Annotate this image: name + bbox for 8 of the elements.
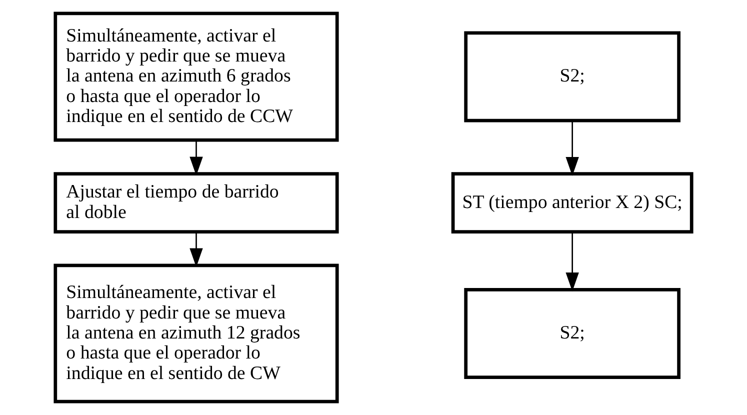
node-box: Simultáneamente, activar el barrido y pedir que se mueva la antena en azimuth 6 grados o hasta que el operador lo indique en el sentido de CCW [54, 12, 339, 142]
node-box: Ajustar el tiempo de barrido al doble [54, 172, 339, 234]
node-box: S2; [464, 31, 680, 122]
arrow [566, 120, 579, 176]
arrow [566, 232, 579, 292]
node-box: Simultáneamente, activar el barrido y pedir que se mueva la antena en azimuth 12 grados o hasta que el operador lo indique en el sentido de CW [54, 264, 339, 404]
node-box: ST (tiempo anterior X 2) SC; [451, 172, 694, 234]
node-box: S2; [464, 288, 680, 380]
